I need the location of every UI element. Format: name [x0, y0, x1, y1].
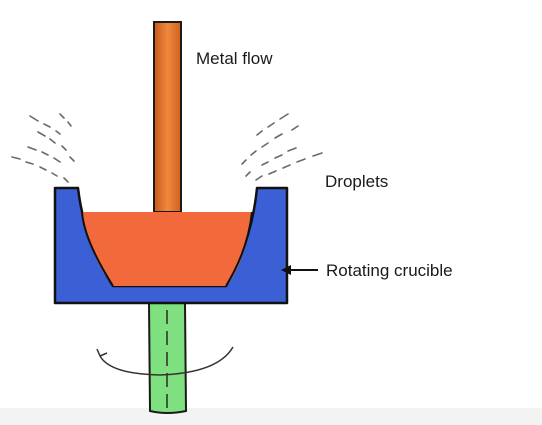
molten-metal-pool: [82, 212, 252, 286]
rotating-crucible-label: Rotating crucible: [326, 261, 453, 280]
metal-flow-label: Metal flow: [196, 49, 273, 68]
bottom-band: [0, 408, 542, 425]
droplets-label: Droplets: [325, 172, 388, 191]
crucible-inner-wall: [81, 211, 253, 287]
droplets-right: [241, 113, 323, 181]
metal-stream: [153, 21, 182, 213]
rotation-arrow-head: [96, 348, 108, 357]
droplets-left: [11, 113, 75, 183]
rotation-arrow: [99, 346, 234, 376]
crucible-pointer-arrowhead: [281, 265, 291, 275]
